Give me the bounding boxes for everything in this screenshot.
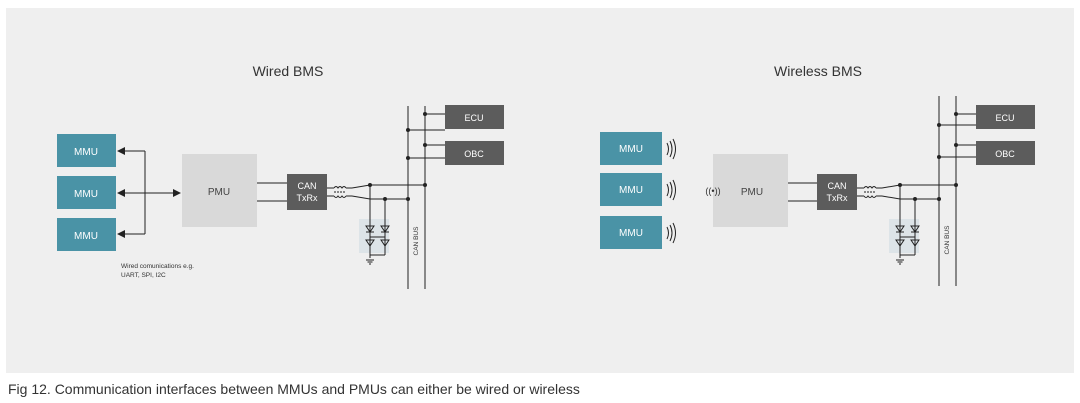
wireless-obc: OBC <box>976 141 1035 165</box>
wireless-mmu-3-label: MMU <box>619 228 643 239</box>
wireless-mmu-1: MMU <box>600 132 662 165</box>
wired-note-line-1: Wired comunications e.g. <box>121 263 194 270</box>
wired-bus-label: CAN BUS <box>413 226 420 256</box>
wireless-can-bus <box>938 96 976 286</box>
wired-mmu-3-label: MMU <box>74 231 98 242</box>
wireless-bus-label: CAN BUS <box>944 225 951 255</box>
wireless-signal-icon <box>666 138 676 160</box>
wired-mmu-1-label: MMU <box>74 147 98 158</box>
wired-mmu-3: MMU <box>57 218 116 251</box>
wired-mmu-2: MMU <box>57 176 116 209</box>
wired-mmu-bus <box>117 147 181 238</box>
wireless-tvs-diodes <box>889 185 920 265</box>
wired-can-bus <box>407 106 445 289</box>
wired-ecu-label: ECU <box>464 113 483 123</box>
wired-mmu-2-label: MMU <box>74 189 98 200</box>
wireless-mmu-1-label: MMU <box>619 144 643 155</box>
wired-mmu-1: MMU <box>57 134 116 167</box>
wired-obc-label: OBC <box>464 149 484 159</box>
antenna-icon: ((•)) <box>705 186 720 196</box>
wired-choke <box>327 184 425 200</box>
wireless-title: Wireless BMS <box>774 63 862 79</box>
wireless-txrx-label: TxRx <box>827 193 848 203</box>
wired-note-line-2: UART, SPI, I2C <box>121 272 166 279</box>
wireless-bms: Wireless BMS MMU MMU MMU <box>600 63 1035 286</box>
figure-caption: Fig 12. Communication interfaces between… <box>8 381 580 397</box>
wireless-can-label: CAN <box>827 181 846 191</box>
wired-title: Wired BMS <box>253 63 324 79</box>
wired-ecu: ECU <box>445 105 504 129</box>
wireless-pmu: PMU ((•)) <box>705 154 788 227</box>
wired-can-label: CAN <box>297 181 316 191</box>
wired-txrx-label: TxRx <box>297 193 318 203</box>
wired-obc: OBC <box>445 141 504 165</box>
wired-tvs-diodes <box>359 185 390 265</box>
wired-can-transceiver: CAN TxRx <box>287 174 327 210</box>
wireless-choke <box>857 184 956 200</box>
wireless-mmu-2-label: MMU <box>619 185 643 196</box>
wireless-ecu: ECU <box>976 105 1035 129</box>
wireless-signal-icon <box>666 179 676 201</box>
wireless-mmu-3: MMU <box>600 216 662 249</box>
wireless-signal-icon <box>666 222 676 244</box>
wireless-ecu-label: ECU <box>995 113 1014 123</box>
wired-bms: Wired BMS MMU MMU MMU Wired comunication… <box>57 63 504 289</box>
wired-pmu: PMU <box>182 154 257 227</box>
wireless-obc-label: OBC <box>995 149 1015 159</box>
wireless-pmu-label: PMU <box>741 187 763 198</box>
wired-pmu-label: PMU <box>208 187 230 198</box>
wireless-can-transceiver: CAN TxRx <box>817 174 857 210</box>
wireless-mmu-2: MMU <box>600 173 662 206</box>
